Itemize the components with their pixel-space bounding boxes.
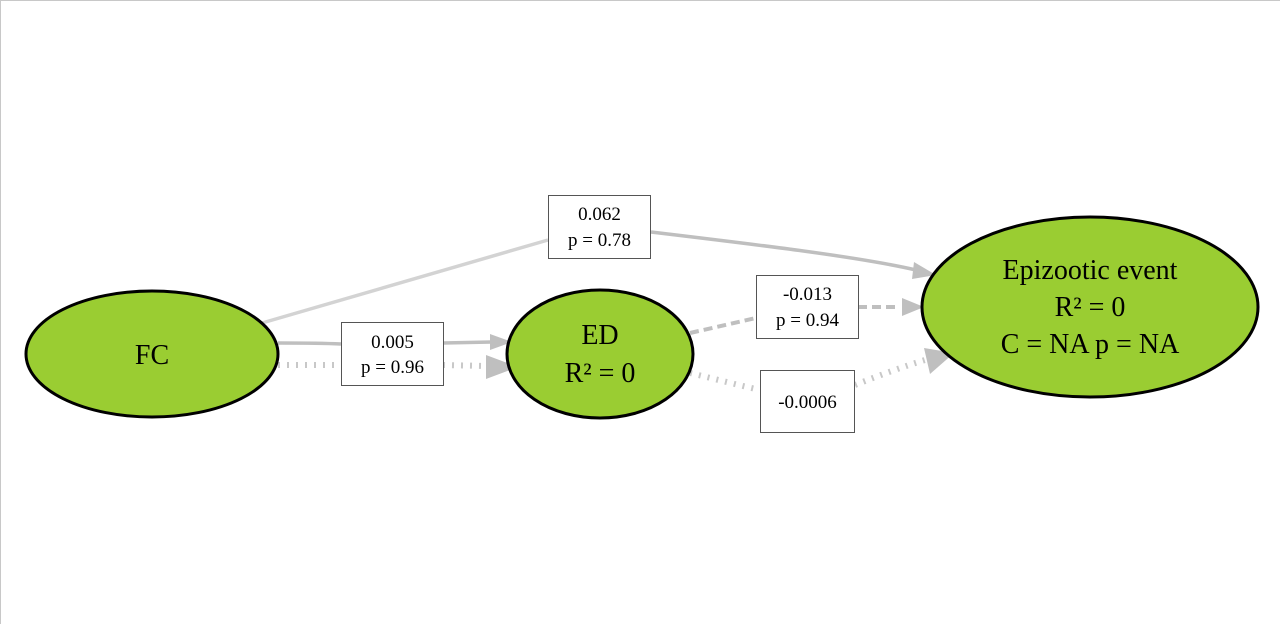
node-epizootic-shape (920, 215, 1260, 399)
node-ed-shape (505, 288, 695, 420)
edge-ed-epizootic-dotted-segment-2 (853, 357, 926, 388)
label-p-value: p = 0.96 (361, 357, 424, 378)
edge-fc-to-epizootic (261, 230, 936, 325)
arrowhead-icon (486, 355, 518, 379)
node-epizootic-event[interactable]: Epizootic event R² = 0 C = NA p = NA (920, 215, 1260, 399)
label-coef: 0.005 (371, 332, 414, 353)
label-box (341, 322, 444, 386)
edge-ed-to-epizootic-dashed (689, 298, 924, 335)
edge-ed-epizootic-dotted-segment-1 (689, 370, 761, 393)
node-epizootic-fit: C = NA p = NA (1001, 329, 1180, 360)
label-box (760, 370, 855, 433)
edge-fc-ed-solid-segment-2 (442, 340, 493, 345)
node-fc-shape (24, 289, 280, 419)
node-ed[interactable]: ED R² = 0 (505, 288, 695, 420)
node-fc[interactable]: FC (24, 289, 280, 419)
label-p-value: p = 0.94 (776, 310, 839, 331)
edge-fc-epizootic-segment-2 (650, 230, 917, 272)
arrowhead-icon (490, 334, 512, 350)
label-box (756, 275, 859, 339)
node-ed-name: ED (581, 320, 618, 351)
edge-fc-to-ed-solid (277, 334, 512, 350)
edge-fc-epizootic-segment-1 (261, 238, 549, 325)
node-fc-label: FC (135, 340, 169, 371)
edge-fc-ed-solid-segment-1 (277, 341, 342, 346)
label-ed-to-epizootic-dashed: -0.013 p = 0.94 (756, 275, 859, 339)
label-ed-to-epizootic-dotted: -0.0006 (760, 370, 855, 433)
label-fc-to-epizootic: 0.062 p = 0.78 (548, 195, 651, 259)
node-epizootic-r2: R² = 0 (1055, 292, 1126, 323)
label-fc-to-ed: 0.005 p = 0.96 (341, 322, 444, 386)
label-p-value: p = 0.78 (568, 230, 631, 251)
edge-fc-ed-dotted-segment-2 (442, 362, 487, 369)
label-coef: -0.013 (783, 284, 832, 305)
edge-fc-to-ed-dotted (278, 355, 518, 379)
label-coef: 0.062 (578, 204, 621, 225)
label-coef: -0.0006 (778, 392, 837, 413)
arrowhead-icon (902, 298, 924, 316)
node-ed-r2: R² = 0 (565, 358, 636, 389)
arrowhead-icon (912, 262, 936, 279)
edge-ed-epizootic-dashed-segment-1 (689, 316, 757, 335)
node-epizootic-name: Epizootic event (1003, 255, 1178, 286)
label-box (548, 195, 651, 259)
